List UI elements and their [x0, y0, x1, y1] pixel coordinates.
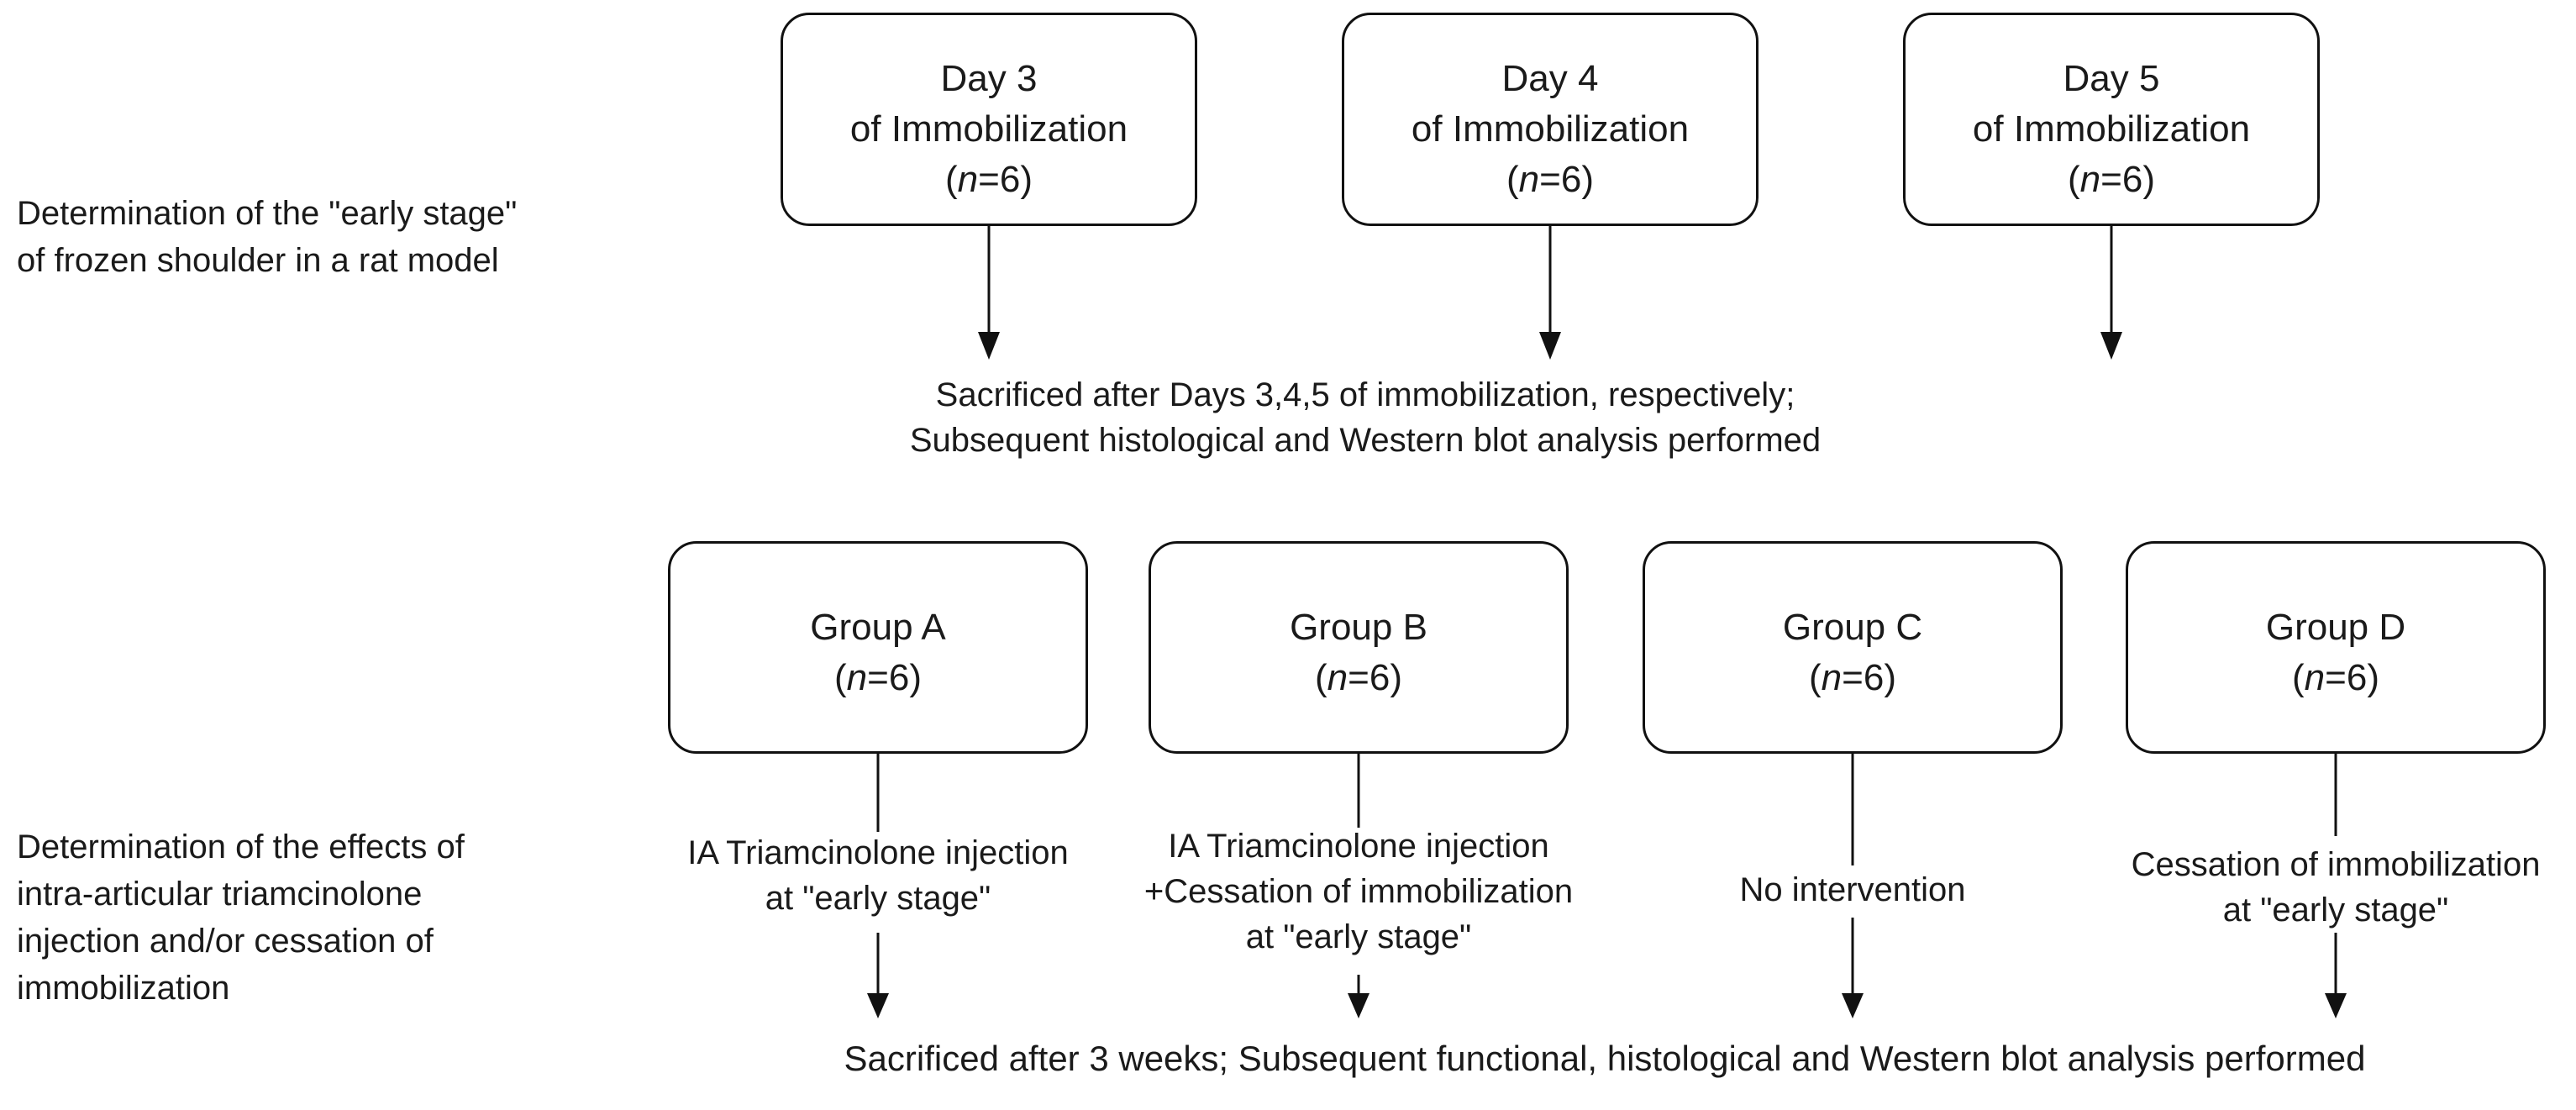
intervention-line: at "early stage": [765, 880, 991, 917]
group-b-box: Group B (n=6): [1149, 541, 1569, 754]
sample-size: (n=6): [1809, 657, 1896, 698]
arrowhead-day-5: [2100, 332, 2122, 360]
section1-label: Determination of the "early stage" of fr…: [17, 190, 517, 284]
sample-size: (n=6): [2068, 159, 2155, 200]
sample-size: (n=6): [2292, 657, 2379, 698]
box-title: Day 3: [940, 58, 1038, 99]
group-a-box: Group A (n=6): [668, 541, 1088, 754]
group-d-box: Group D (n=6): [2126, 541, 2546, 754]
sample-size: (n=6): [1315, 657, 1402, 698]
group-c-box: Group C (n=6): [1643, 541, 2063, 754]
arrowhead-group-c: [1842, 993, 1864, 1018]
day-4-box: Day 4 of Immobilization (n=6): [1342, 13, 1759, 226]
group-a-intervention: IA Triamcinolone injection at "early sta…: [626, 830, 1130, 921]
box-subtitle: of Immobilization: [849, 108, 1128, 150]
intervention-line: at "early stage": [2222, 892, 2449, 929]
group-title: Group C: [1782, 607, 1923, 648]
intervention-line: IA Triamcinolone injection: [1168, 828, 1549, 865]
arrowhead-group-d: [2325, 993, 2347, 1018]
section2-label: Determination of the effects of intra-ar…: [17, 823, 465, 1012]
section1-result-line: Sacrificed after Days 3,4,5 of immobiliz…: [935, 376, 1795, 413]
sample-size: (n=6): [945, 159, 1033, 200]
arrowhead-group-a: [867, 993, 889, 1018]
intervention-line: at "early stage": [1245, 918, 1472, 955]
arrowhead-group-b: [1348, 993, 1369, 1018]
box-subtitle: of Immobilization: [1411, 108, 1690, 150]
box-title: Day 5: [2063, 58, 2160, 99]
section2-label-line: immobilization: [17, 970, 230, 1007]
group-b-intervention: IA Triamcinolone injection +Cessation of…: [1107, 823, 1611, 960]
arrowhead-day-3: [978, 332, 1000, 360]
intervention-line: No intervention: [1739, 871, 1966, 908]
intervention-line: +Cessation of immobilization: [1143, 873, 1574, 910]
intervention-line: IA Triamcinolone injection: [687, 834, 1069, 871]
intervention-line: Cessation of immobilization: [2131, 846, 2541, 883]
section2-label-line: intra-articular triamcinolone: [17, 876, 423, 913]
section2-label-line: Determination of the effects of: [17, 829, 465, 865]
section1-result-line: Subsequent histological and Western blot…: [909, 422, 1822, 459]
arrowhead-day-4: [1539, 332, 1561, 360]
group-c-intervention: No intervention: [1601, 867, 2105, 913]
section2-result: Sacrificed after 3 weeks; Subsequent fun…: [844, 1039, 2366, 1078]
day-5-box: Day 5 of Immobilization (n=6): [1903, 13, 2320, 226]
group-title: Group B: [1290, 607, 1427, 648]
section1-result: Sacrificed after Days 3,4,5 of immobiliz…: [840, 372, 1890, 463]
group-d-intervention: Cessation of immobilization at "early st…: [2084, 842, 2576, 933]
box-title: Day 4: [1501, 58, 1599, 99]
section1-label-line: of frozen shoulder in a rat model: [17, 242, 499, 279]
section1-label-line: Determination of the "early stage": [17, 195, 518, 232]
sample-size: (n=6): [834, 657, 922, 698]
section2-label-line: injection and/or cessation of: [17, 923, 434, 960]
group-title: Group A: [810, 607, 946, 648]
box-subtitle: of Immobilization: [1972, 108, 2251, 150]
day-3-box: Day 3 of Immobilization (n=6): [781, 13, 1197, 226]
sample-size: (n=6): [1506, 159, 1594, 200]
group-title: Group D: [2265, 607, 2406, 648]
